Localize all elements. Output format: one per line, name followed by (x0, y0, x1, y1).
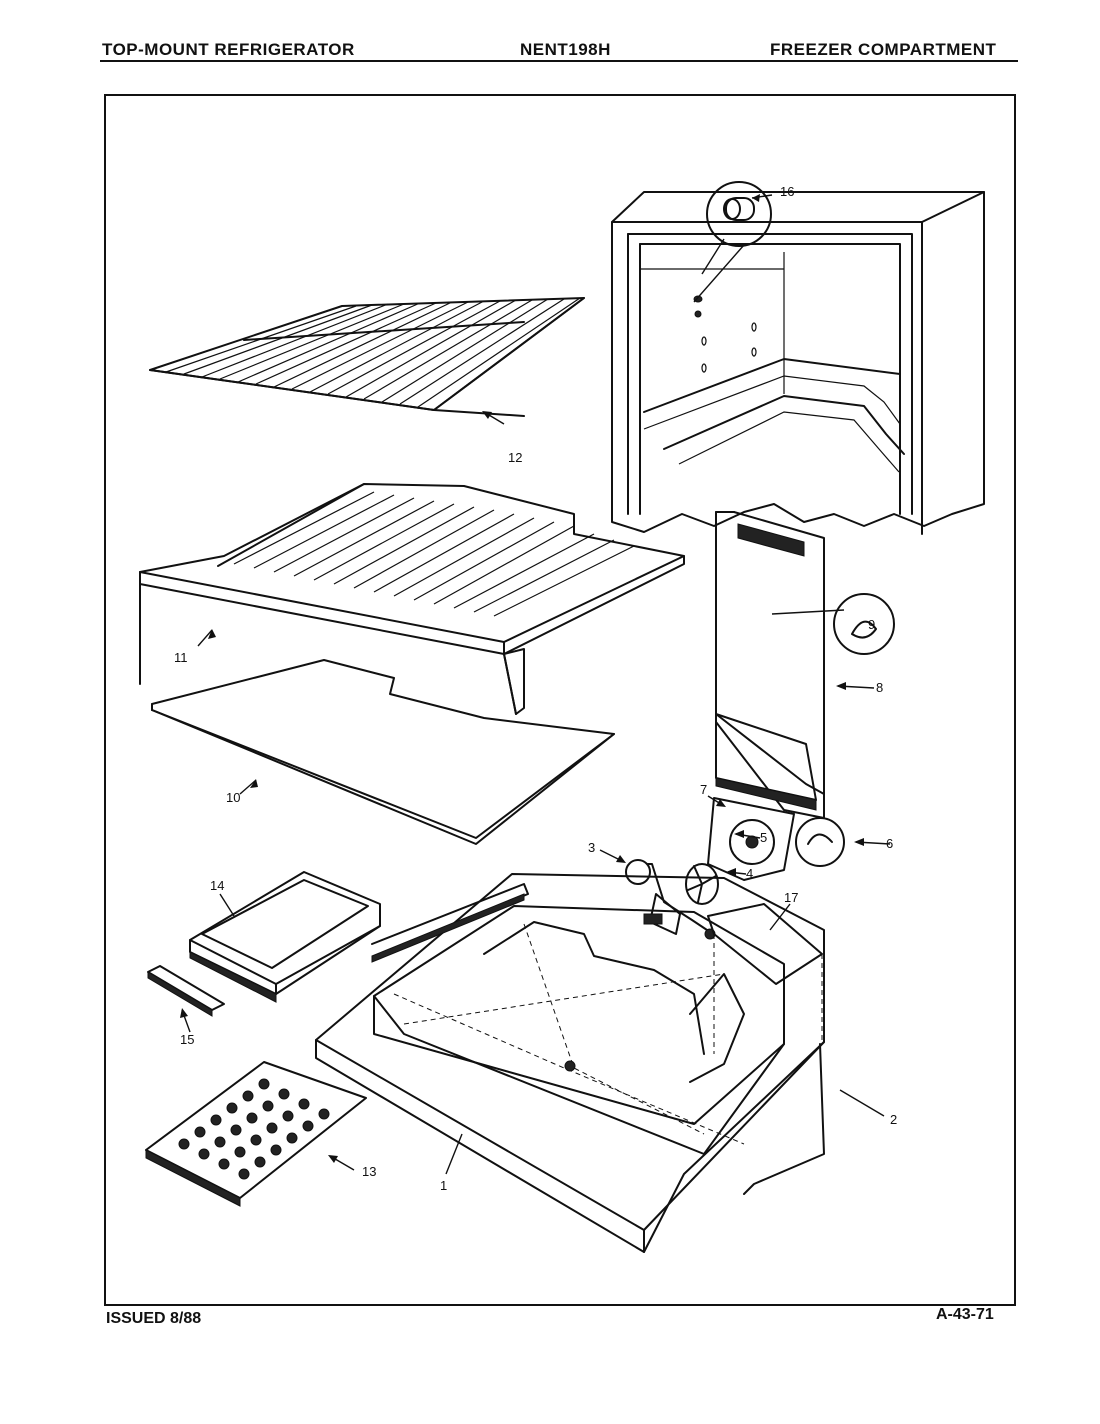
bin-divider-drawing (147, 965, 225, 1017)
callout-17: 17 (784, 890, 798, 905)
fan-motor-drawing (625, 859, 719, 940)
shelf-plate-drawing (151, 659, 615, 845)
callout-15: 15 (180, 1032, 194, 1047)
freezer-shelf-drawing (139, 483, 685, 715)
callout-3: 3 (588, 840, 595, 855)
evaporator-cover-drawing (715, 511, 895, 819)
exploded-parts-diagram: 1 2 3 4 5 6 7 8 9 10 11 12 13 14 15 16 1… (104, 94, 1016, 1306)
callout-7: 7 (700, 782, 707, 797)
callout-8: 8 (876, 680, 883, 695)
callout-1: 1 (440, 1178, 447, 1193)
drawing-number: A-43-71 (936, 1306, 994, 1323)
wire-shelf-drawing (149, 297, 585, 417)
ice-tray-cells (178, 1078, 330, 1180)
freezer-shelf-slots (233, 491, 635, 617)
callout-10: 10 (226, 790, 240, 805)
callout-16: 16 (780, 184, 794, 199)
callout-5: 5 (760, 830, 767, 845)
header-title: TOP-MOUNT REFRIGERATOR (102, 40, 355, 59)
fan-bracket-drawing (707, 797, 845, 881)
freezer-floor-drawing (315, 873, 825, 1253)
ice-bin-drawing (189, 871, 381, 1003)
header-rule (100, 60, 1018, 62)
callout-6: 6 (886, 836, 893, 851)
issue-date: ISSUED 8/88 (106, 1310, 202, 1327)
callout-13: 13 (362, 1164, 376, 1179)
callout-11: 11 (174, 650, 188, 665)
header-model-number: NENT198H (520, 40, 611, 59)
leader-lines (180, 411, 891, 1175)
freezer-liner-drawing (611, 181, 985, 535)
callout-9: 9 (868, 617, 875, 632)
wire-shelf-rungs (165, 297, 581, 408)
ice-tray-drawing (145, 1061, 367, 1207)
header-section: FREEZER COMPARTMENT (770, 40, 997, 59)
diagram-frame (104, 94, 1016, 1306)
callout-2: 2 (890, 1112, 897, 1127)
callout-14: 14 (210, 878, 224, 893)
callout-12: 12 (508, 450, 522, 465)
callout-4: 4 (746, 866, 753, 881)
